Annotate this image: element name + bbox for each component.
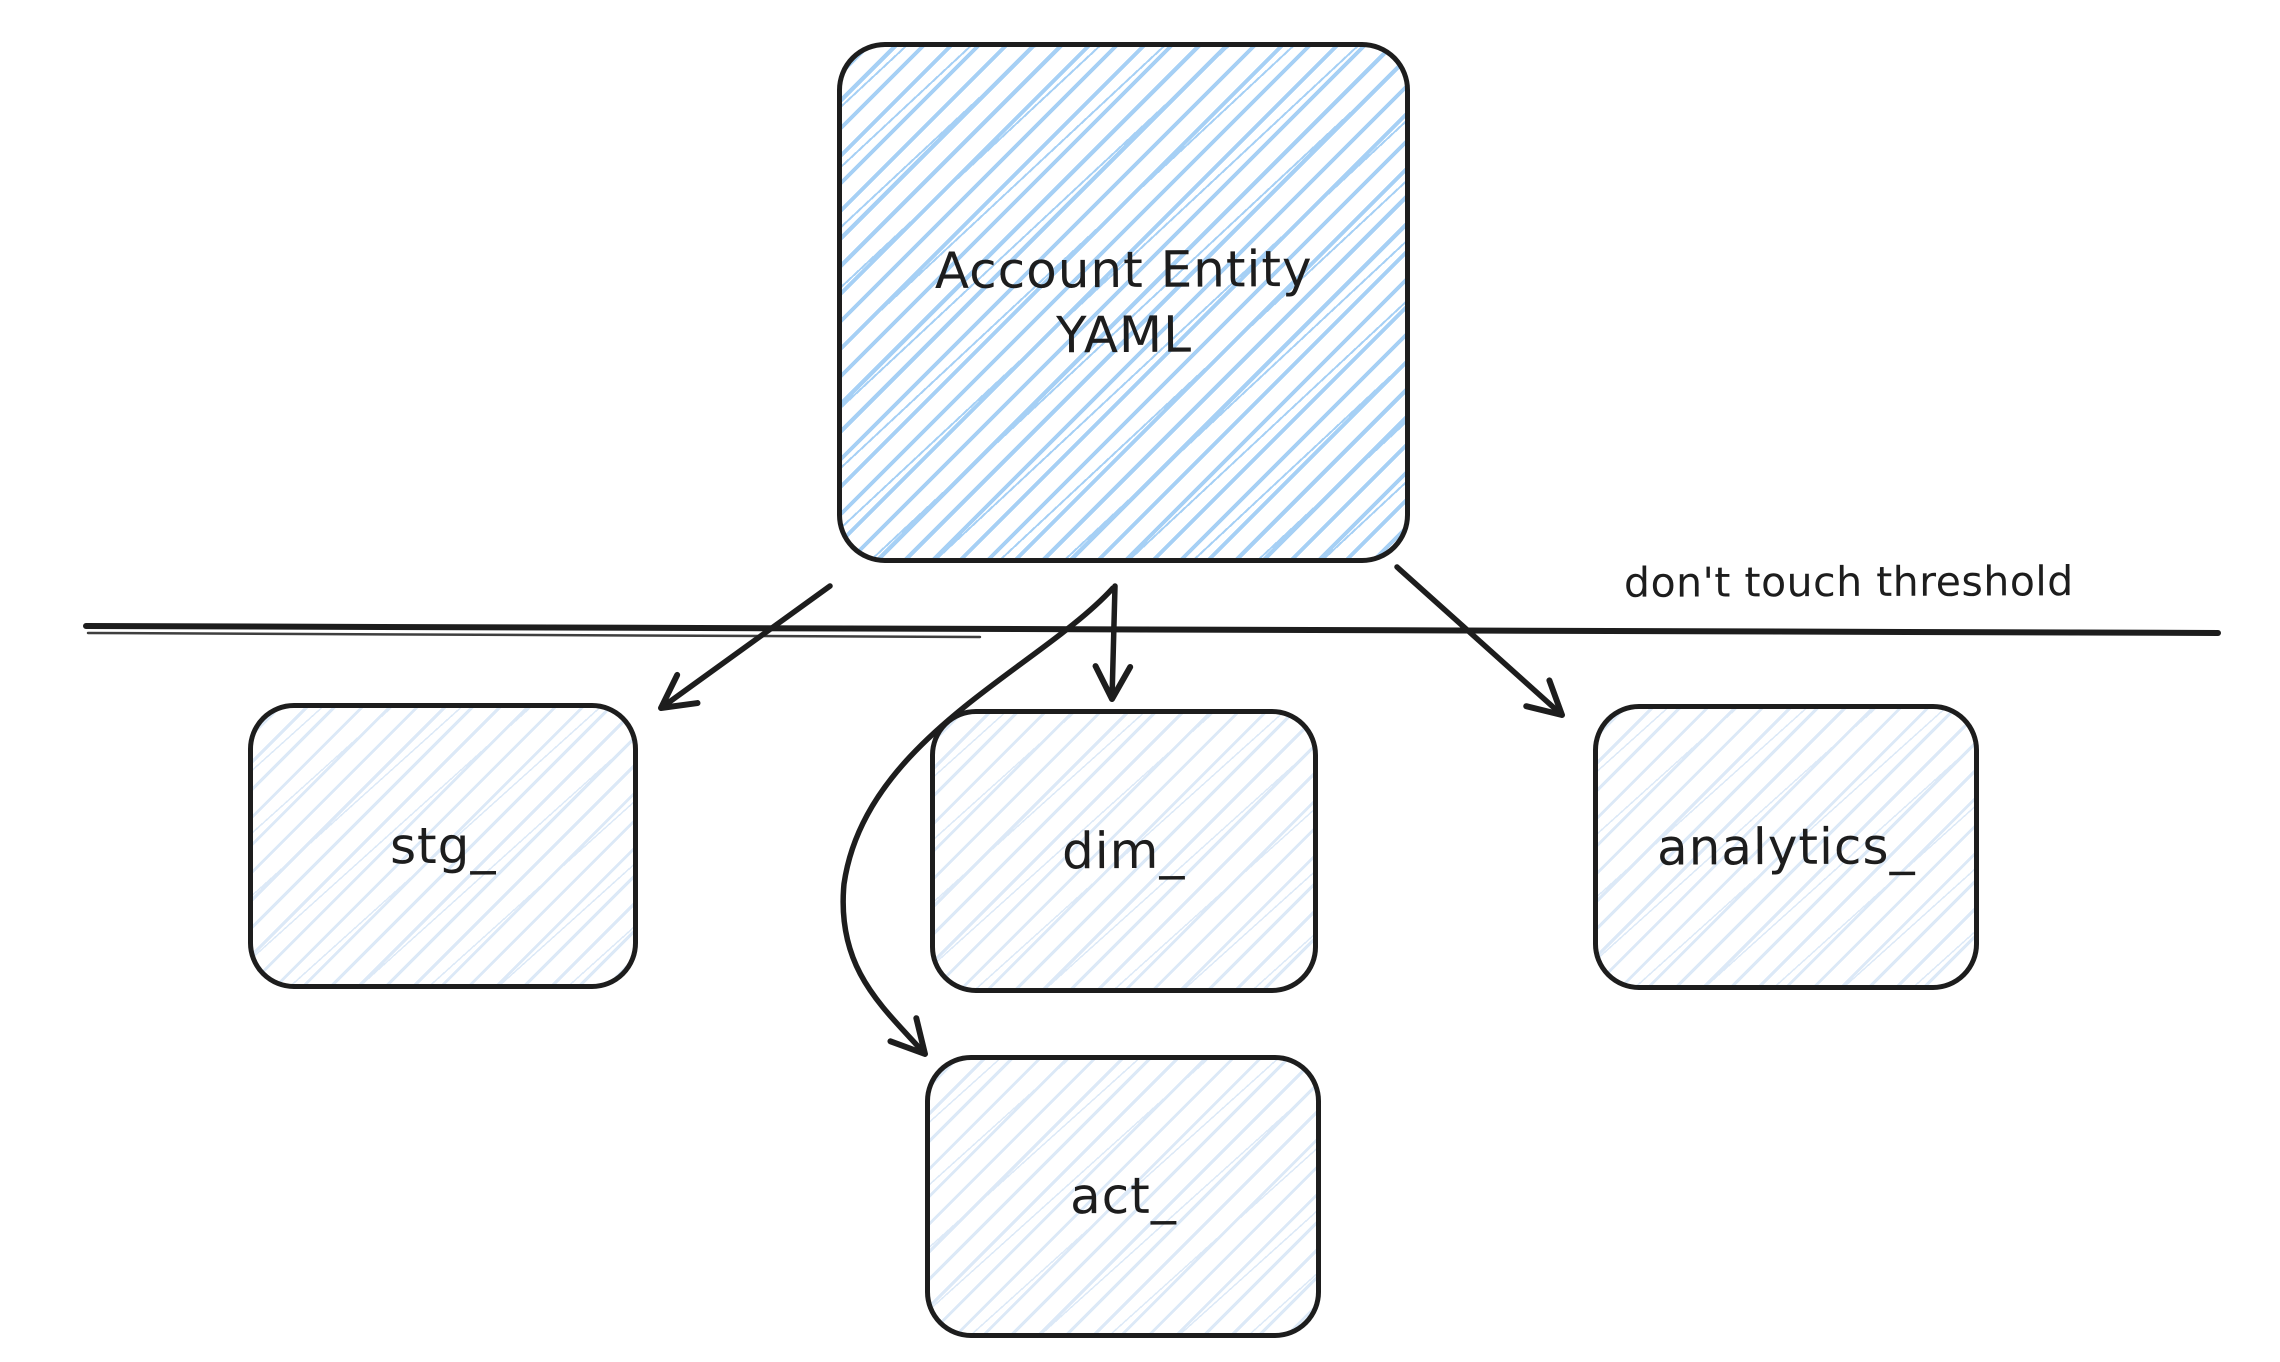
node-analytics-label: analytics_ bbox=[1656, 816, 1916, 877]
node-account-entity-yaml-label: Account Entity YAML bbox=[934, 239, 1313, 364]
node-account-entity-yaml[interactable]: Account Entity YAML bbox=[837, 42, 1410, 563]
node-stg[interactable]: stg_ bbox=[248, 703, 638, 989]
node-act[interactable]: act_ bbox=[925, 1055, 1321, 1338]
arrow-source-to-stg bbox=[658, 583, 833, 711]
node-analytics[interactable]: analytics_ bbox=[1593, 704, 1979, 990]
threshold-line-sketch-stroke bbox=[86, 631, 982, 639]
arrow-source-to-act bbox=[840, 585, 1116, 1057]
threshold-label: don't touch threshold bbox=[1623, 557, 2074, 607]
node-dim-label: dim_ bbox=[1062, 821, 1186, 880]
node-dim[interactable]: dim_ bbox=[930, 709, 1318, 993]
node-act-label: act_ bbox=[1069, 1166, 1177, 1226]
node-stg-label: stg_ bbox=[389, 816, 497, 875]
threshold-line bbox=[83, 623, 2221, 636]
arrow-source-to-analytics bbox=[1394, 564, 1565, 718]
arrow-source-to-dim bbox=[1092, 583, 1134, 702]
